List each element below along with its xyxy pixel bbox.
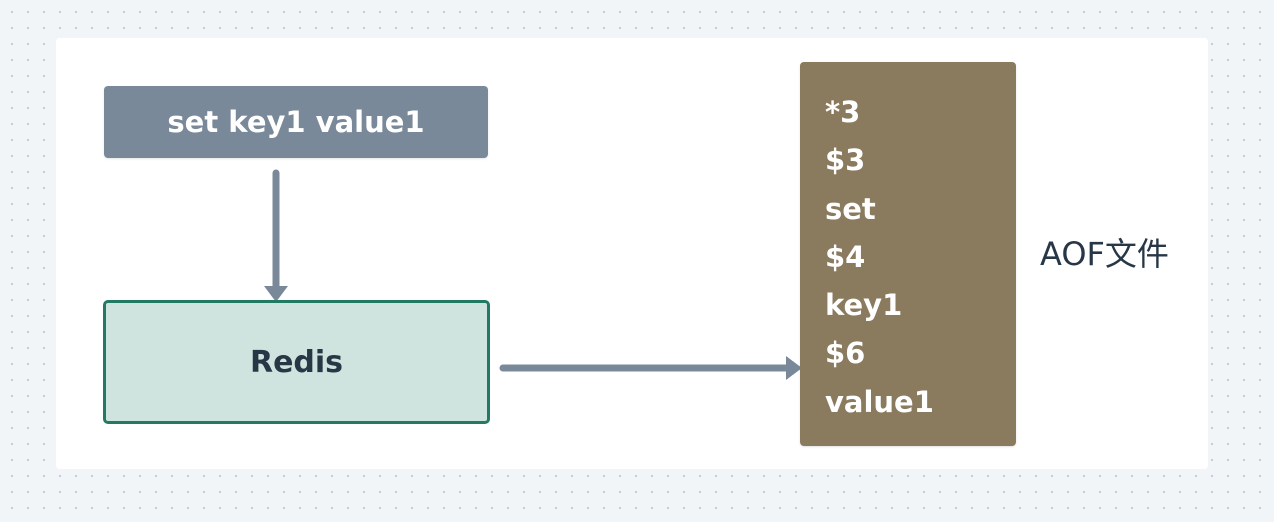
aof-line: key1	[825, 288, 903, 323]
aof-file-label: AOF文件	[1040, 235, 1169, 273]
edge-redis-to-aof	[499, 356, 802, 380]
aof-line: *3	[825, 95, 861, 129]
redis-node[interactable]: Redis	[103, 300, 490, 424]
edge-command-to-redis	[264, 169, 288, 302]
aof-file-node[interactable]: *3 $3 set $4 key1 $6 value1	[800, 62, 1016, 446]
redis-node-label: Redis	[249, 344, 344, 380]
aof-line: set	[825, 191, 876, 226]
aof-line: $6	[825, 336, 866, 371]
aof-line: value1	[825, 384, 934, 419]
command-node[interactable]: set key1 value1	[104, 86, 488, 158]
aof-line: $4	[825, 239, 866, 274]
command-node-label: set key1 value1	[167, 105, 425, 139]
aof-line: $3	[825, 143, 866, 178]
